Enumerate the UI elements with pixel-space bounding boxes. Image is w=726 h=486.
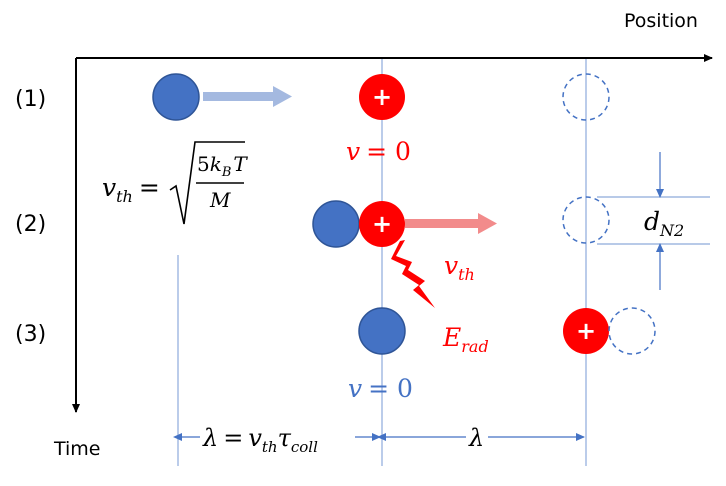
erad-label: Erad [442,323,489,356]
empty-site-row3 [608,307,656,355]
velocity-zero-red-label: v= 0 [346,137,411,166]
velocity-zero-blue-label: v= 0 [348,374,413,403]
empty-site-row1 [562,73,610,121]
step-label-2: (2) [15,212,46,237]
time-axis-label: Time [53,438,101,460]
dn2-dimension [597,152,710,290]
velocity-arrow-row2-shaft [405,219,480,228]
velocity-arrow-row2-head [478,213,497,234]
neutral-molecule-row3 [358,307,406,355]
lambda-label-right: λ [468,424,484,452]
lightning-bolt-icon [391,240,435,308]
empty-site-row2 [562,196,610,244]
dn2-label: dN2 [644,207,684,240]
ion-row2: + [359,201,405,247]
velocity-arrow-row1-shaft [203,92,275,101]
plus-icon: + [576,317,596,345]
neutral-molecule-row1 [152,73,200,121]
svg-text:M: M [209,188,231,212]
step-label-1: (1) [15,87,46,112]
vth-label: vth [444,251,475,284]
step-label-3: (3) [15,322,46,347]
ion-row3: + [563,308,609,354]
plus-icon: + [372,210,392,238]
neutral-molecule-row2 [312,200,360,248]
velocity-arrow-row1-head [273,86,292,107]
plus-icon: + [372,83,392,111]
mean-free-path-equation: λ=vthτcoll [202,424,318,456]
svg-text:vth=: vth= [102,173,160,206]
ion-row1: + [359,74,405,120]
position-axis-label: Position [624,10,698,32]
